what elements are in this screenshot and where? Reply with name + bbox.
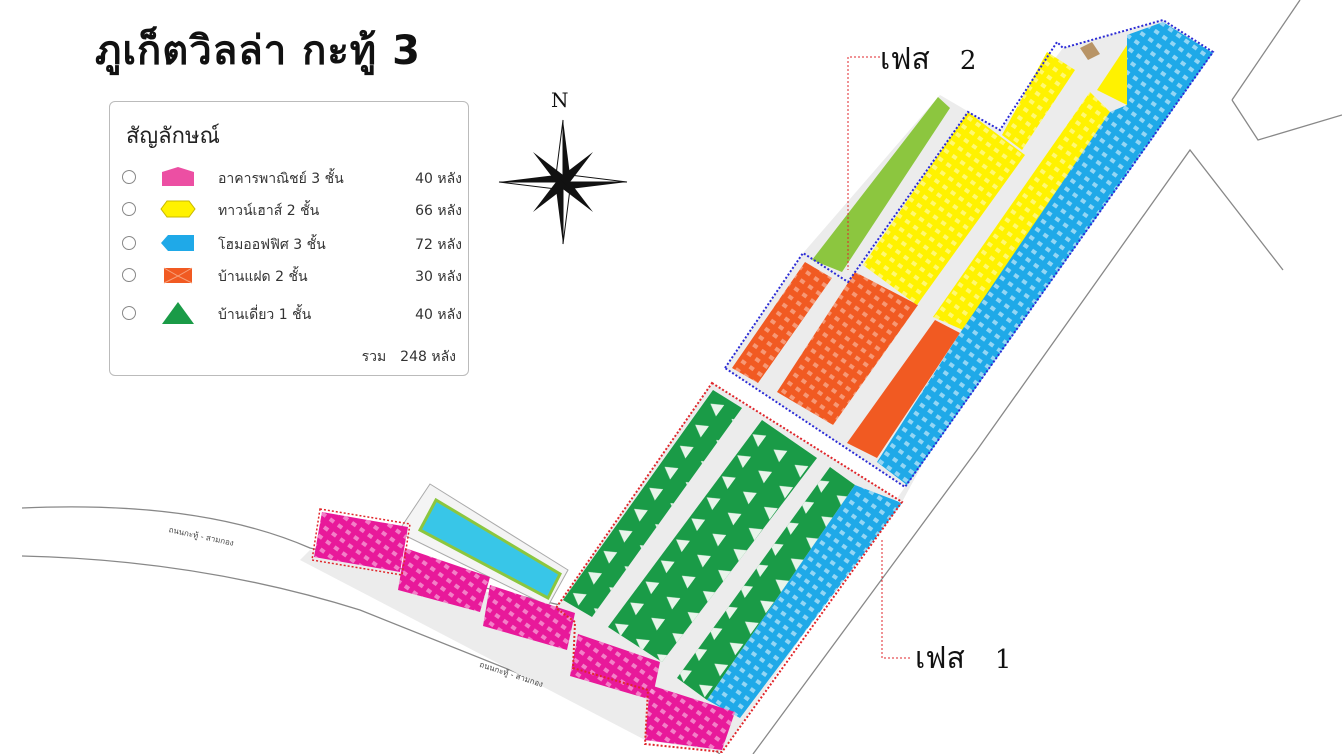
phase-1-blocks	[314, 390, 902, 750]
code-circle-icon	[122, 202, 136, 216]
compass-north-label: N	[551, 88, 569, 112]
legend-label: โฮมออฟฟิศ 3 ชั้น	[218, 237, 326, 253]
page-title: ภูเก็ตวิลล่า กะทู้ 3	[95, 28, 421, 74]
green-triangle-icon	[162, 302, 194, 324]
code-circle-icon	[122, 170, 136, 184]
facility-building	[1080, 42, 1100, 60]
lower-road-bottom-edge	[21, 555, 721, 754]
code-circle-icon	[122, 306, 136, 320]
legend-count: 72 หลัง	[415, 237, 462, 253]
road-lines	[21, 0, 1342, 754]
phase-2-leader	[847, 56, 880, 270]
phase-2-label: เฟส 2	[880, 36, 976, 83]
pool	[417, 497, 562, 601]
side-road-edge	[1231, 99, 1342, 141]
legend-count: 40 หลัง	[415, 171, 462, 187]
legend: สัญลักษณ์ อาคารพาณิชย์ 3 ชั้น 40 หลัง ทา…	[109, 101, 469, 376]
code-circle-icon	[122, 236, 136, 250]
phase-label-text: เฟส	[880, 42, 930, 77]
pink-house-icon	[162, 167, 194, 186]
code-circle-icon	[122, 268, 136, 282]
park	[812, 97, 950, 272]
main-road-edge-upper	[1231, 0, 1301, 101]
phase-1-leader	[881, 540, 912, 659]
legend-count: 40 หลัง	[415, 307, 462, 323]
legend-title: สัญลักษณ์	[126, 124, 220, 149]
legend-count: 30 หลัง	[415, 269, 462, 285]
legend-count: 66 หลัง	[415, 203, 462, 219]
legend-total: รวม 248 หลัง	[348, 346, 456, 368]
legend-item-shophouse: อาคารพาณิชย์ 3 ชั้น 40 หลัง	[122, 166, 462, 190]
phase-number: 2	[959, 46, 977, 76]
blue-arrow-icon	[161, 235, 194, 251]
duplex-block	[847, 320, 960, 458]
total-count: 248 หลัง	[400, 349, 456, 365]
phase-1-label: เฟส 1	[915, 635, 1011, 682]
phase-number: 1	[994, 645, 1012, 675]
phase-2-blocks	[732, 22, 1213, 485]
lower-road-top-edge	[21, 506, 751, 661]
compass-rose-icon	[498, 119, 628, 245]
legend-label: อาคารพาณิชย์ 3 ชั้น	[218, 171, 344, 187]
legend-label: บ้านเดี่ยว 1 ชั้น	[218, 307, 312, 323]
orange-envelope-icon	[163, 267, 193, 284]
shophouse-outline	[311, 508, 411, 576]
legend-item-townhouse: ทาวน์เฮาส์ 2 ชั้น 66 หลัง	[122, 198, 462, 222]
legend-item-home-office: โฮมออฟฟิศ 3 ชั้น 72 หลัง	[122, 232, 462, 256]
legend-item-duplex: บ้านแฝด 2 ชั้น 30 หลัง	[122, 264, 462, 288]
total-label: รวม	[361, 349, 387, 365]
legend-item-single-house: บ้านเดี่ยว 1 ชั้น 40 หลัง	[122, 302, 462, 326]
yellow-hexagon-icon	[160, 200, 196, 218]
phase-label-text: เฟส	[915, 641, 965, 676]
legend-label: บ้านแฝด 2 ชั้น	[218, 269, 308, 285]
legend-label: ทาวน์เฮาส์ 2 ชั้น	[218, 203, 320, 219]
main-road-edge	[752, 148, 1284, 754]
